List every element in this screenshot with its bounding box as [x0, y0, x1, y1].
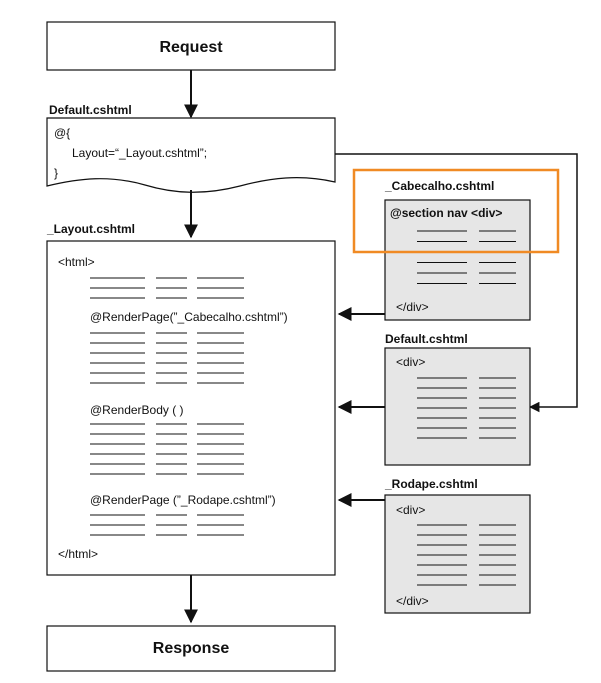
response-node: Response	[46, 625, 336, 672]
footer-file-name: _Rodape.cshtml	[384, 477, 478, 491]
body-placeholder-lines	[417, 377, 516, 439]
layout-placeholder-lines-3	[90, 423, 244, 475]
layout-open-tag: <html>	[58, 255, 95, 269]
response-label: Response	[153, 640, 230, 657]
request-node: Request	[46, 21, 336, 71]
layout-placeholder-lines-2	[90, 332, 244, 384]
layout-render-footer: @RenderPage (”_Rodape.cshtml”)	[90, 493, 276, 507]
layout-file-name: _Layout.cshtml	[46, 222, 135, 236]
layout-render-header: @RenderPage(”_Cabecalho.cshtml”)	[90, 310, 288, 324]
layout-close-tag: </html>	[58, 547, 98, 561]
layout-placeholder-lines-4	[90, 514, 244, 536]
default-file-document: @{ Layout=“_Layout.cshtml”; }	[46, 117, 336, 193]
body-file-name: Default.cshtml	[385, 332, 468, 346]
default-code-line-3: }	[54, 166, 58, 180]
footer-placeholder-lines	[417, 524, 516, 586]
arrow-default-to-body-view	[335, 153, 578, 413]
body-file-box: <div>	[384, 347, 531, 466]
layout-placeholder-lines-1	[90, 277, 244, 299]
footer-open-tag: <div>	[396, 503, 425, 517]
header-file-name: _Cabecalho.cshtml	[384, 179, 494, 193]
footer-close-tag: </div>	[396, 594, 429, 608]
header-file-box: @section nav <div> </div>	[384, 199, 531, 321]
header-close-tag: </div>	[396, 300, 429, 314]
default-code-line-1: @{	[54, 126, 70, 140]
body-open-tag: <div>	[396, 355, 425, 369]
header-placeholder-lines	[417, 230, 516, 284]
default-code-line-2: Layout=“_Layout.cshtml”;	[72, 146, 207, 160]
layout-file-box: <html> @RenderPage(”_Cabecalho.cshtml”) …	[46, 240, 336, 576]
default-file-name: Default.cshtml	[49, 103, 132, 117]
header-section-line: @section nav <div>	[390, 206, 502, 220]
footer-file-box: <div> </div>	[384, 494, 531, 614]
highlight-frame	[352, 168, 560, 254]
layout-render-body: @RenderBody ( )	[90, 403, 184, 417]
request-label: Request	[159, 39, 223, 56]
